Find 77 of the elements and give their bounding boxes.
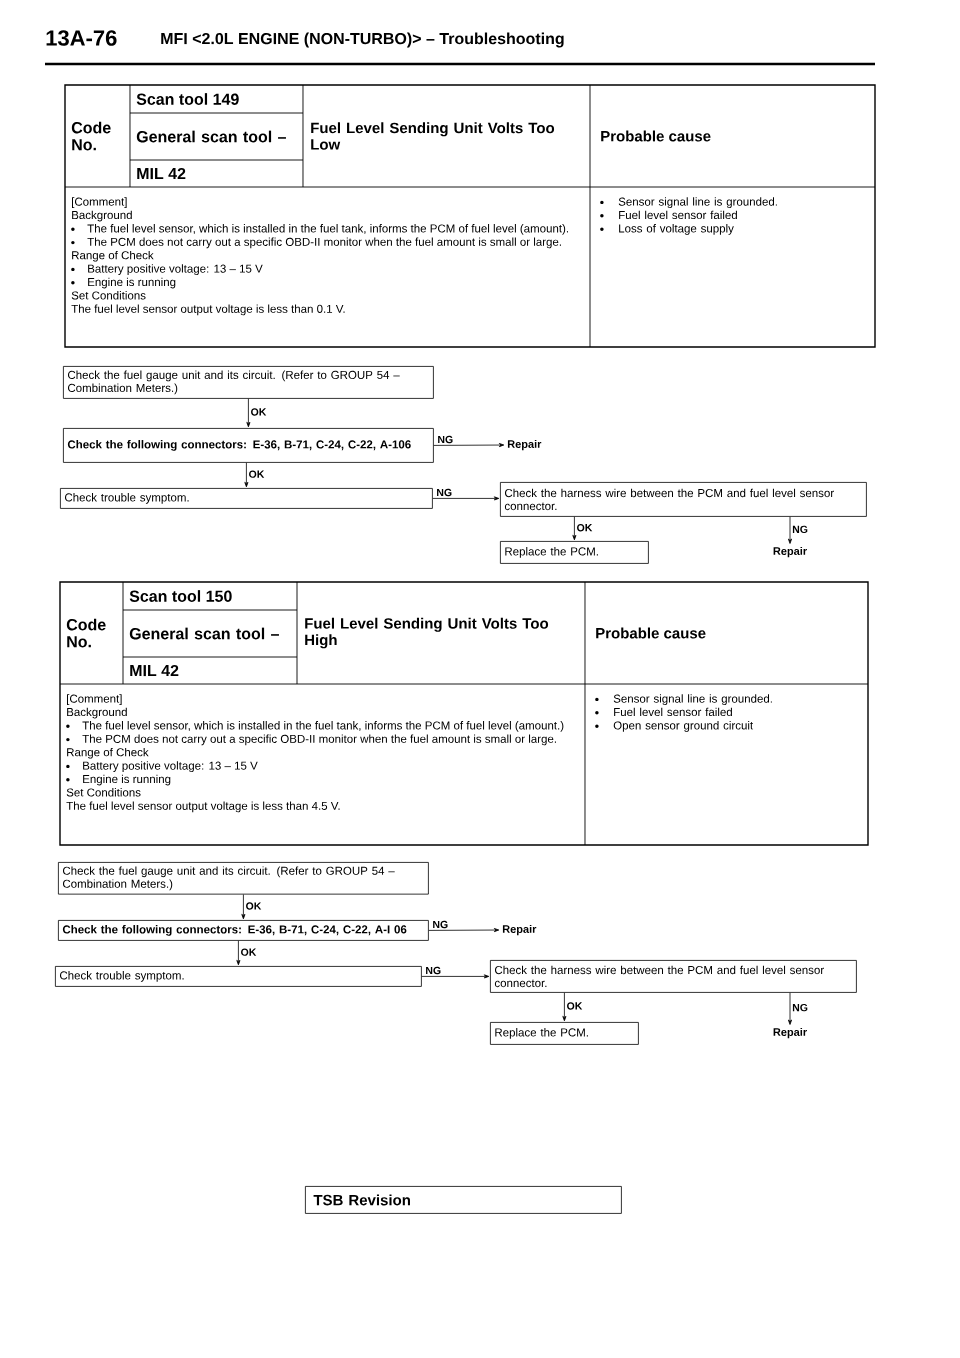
note-text: Range of Check: [72, 250, 154, 262]
arrow: [788, 992, 792, 1025]
arrow: [246, 398, 251, 428]
process-box: Check the following connectors: E-36, B-71, C-24, C-22, A-I 06: [58, 920, 429, 941]
note-text: The fuel level sensor, which is installed in the fuel tank, informs the PCM of fuel level (amount.): [82, 721, 564, 732]
arrow: [236, 940, 241, 966]
arrow: [433, 443, 505, 448]
header-text: Code No.: [66, 618, 106, 648]
process-box: Replace the PCM.: [490, 1022, 639, 1045]
edge-label: OK: [251, 408, 267, 416]
note-text: Set Conditions: [71, 291, 146, 300]
process-box: Replace the PCM.: [500, 541, 649, 564]
cause-text: Fuel level sensor failed: [619, 210, 737, 220]
edge-label: NG: [792, 525, 808, 534]
page-title: MFI <2.0L ENGINE (NON-TURBO)> – Troubleshooting: [161, 32, 564, 48]
note-text: Battery positive voltage: 13 – 15 V: [88, 264, 263, 275]
arrow: [244, 462, 249, 488]
note-text: Battery positive voltage: 13 – 15 V: [83, 761, 258, 772]
arrow: [428, 928, 500, 933]
header-text: General scan tool –: [129, 627, 279, 640]
result-text: Repair: [773, 1027, 807, 1039]
process-box: Check trouble symptom.: [60, 488, 433, 509]
header-text: Code No.: [71, 121, 111, 151]
process-box: Check the fuel gauge unit and its circuit. (Refer to GROUP 54 – Combination Meters.): [58, 862, 429, 895]
process-box: Check the fuel gauge unit and its circuit. (Refer to GROUP 54 – Combination Meters.): [63, 366, 434, 399]
note-text: The fuel level sensor output voltage is less than 0.1 V.: [71, 304, 345, 316]
revision-box: TSB Revision: [305, 1186, 622, 1214]
arrow: [572, 516, 577, 541]
process-box: Check the harness wire between the PCM and fuel level sensor connector.: [500, 482, 867, 517]
note-text: Engine is running: [88, 277, 176, 289]
arrow: [562, 992, 567, 1022]
cause-text: Fuel level sensor failed: [614, 707, 732, 717]
edge-label: OK: [246, 902, 262, 910]
edge-label: NG: [433, 920, 448, 929]
note-text: Background: [72, 210, 132, 222]
result-text: Repair: [773, 546, 807, 558]
arrow: [241, 894, 246, 920]
note-text: Set Conditions: [66, 788, 141, 797]
note-text: [Comment]: [67, 694, 122, 705]
cause-text: Sensor signal line is grounded.: [618, 197, 777, 208]
header-text: Scan tool 150: [129, 590, 232, 602]
note-text: The fuel level sensor, which is installed in the fuel tank, informs the PCM of fuel level (amount).: [87, 224, 569, 235]
process-box: Check the harness wire between the PCM and fuel level sensor connector.: [490, 960, 857, 993]
note-text: The PCM does not carry out a specific OBD-II monitor when the fuel amount is small or large.: [82, 734, 556, 746]
note-text: Engine is running: [83, 774, 171, 786]
header-text: MIL 42: [130, 664, 179, 677]
edge-label: NG: [438, 435, 453, 444]
edge-label: NG: [437, 488, 452, 497]
edge-label: OK: [249, 470, 265, 478]
header-text: Scan tool 149: [136, 93, 239, 105]
cause-text: Sensor signal line is grounded.: [613, 694, 772, 705]
header-text: General scan tool –: [136, 130, 286, 143]
arrow: [421, 974, 490, 979]
cause-text: Open sensor ground circuit: [613, 721, 754, 732]
process-box: Check the following connectors: E-36, B-71, C-24, C-22, A-106: [63, 428, 434, 463]
edge-label: OK: [577, 524, 593, 532]
page-number: 13A-76: [46, 30, 117, 46]
header-text: Probable cause: [596, 627, 706, 639]
edge-label: OK: [241, 948, 257, 956]
note-text: Background: [67, 707, 127, 719]
edge-label: NG: [792, 1003, 808, 1012]
cause-text: Loss of voltage supply: [619, 224, 734, 235]
header-text: Fuel Level Sending Unit Volts Too Low: [311, 122, 555, 150]
note-text: The fuel level sensor output voltage is less than 4.5 V.: [66, 801, 340, 813]
edge-label: NG: [426, 966, 441, 975]
edge-label: OK: [567, 1002, 583, 1010]
header-text: Probable cause: [601, 130, 711, 142]
note-text: The PCM does not carry out a specific OBD-II monitor when the fuel amount is small or large.: [87, 237, 561, 249]
process-box: Check trouble symptom.: [55, 966, 422, 987]
arrow: [788, 516, 792, 544]
note-text: Range of Check: [67, 747, 149, 759]
note-text: [Comment]: [72, 197, 127, 208]
result-text: Repair: [507, 439, 542, 451]
arrow: [432, 496, 500, 501]
header-text: Fuel Level Sending Unit Volts Too High: [305, 617, 549, 649]
header-text: MIL 42: [137, 167, 186, 180]
result-text: Repair: [502, 924, 537, 936]
